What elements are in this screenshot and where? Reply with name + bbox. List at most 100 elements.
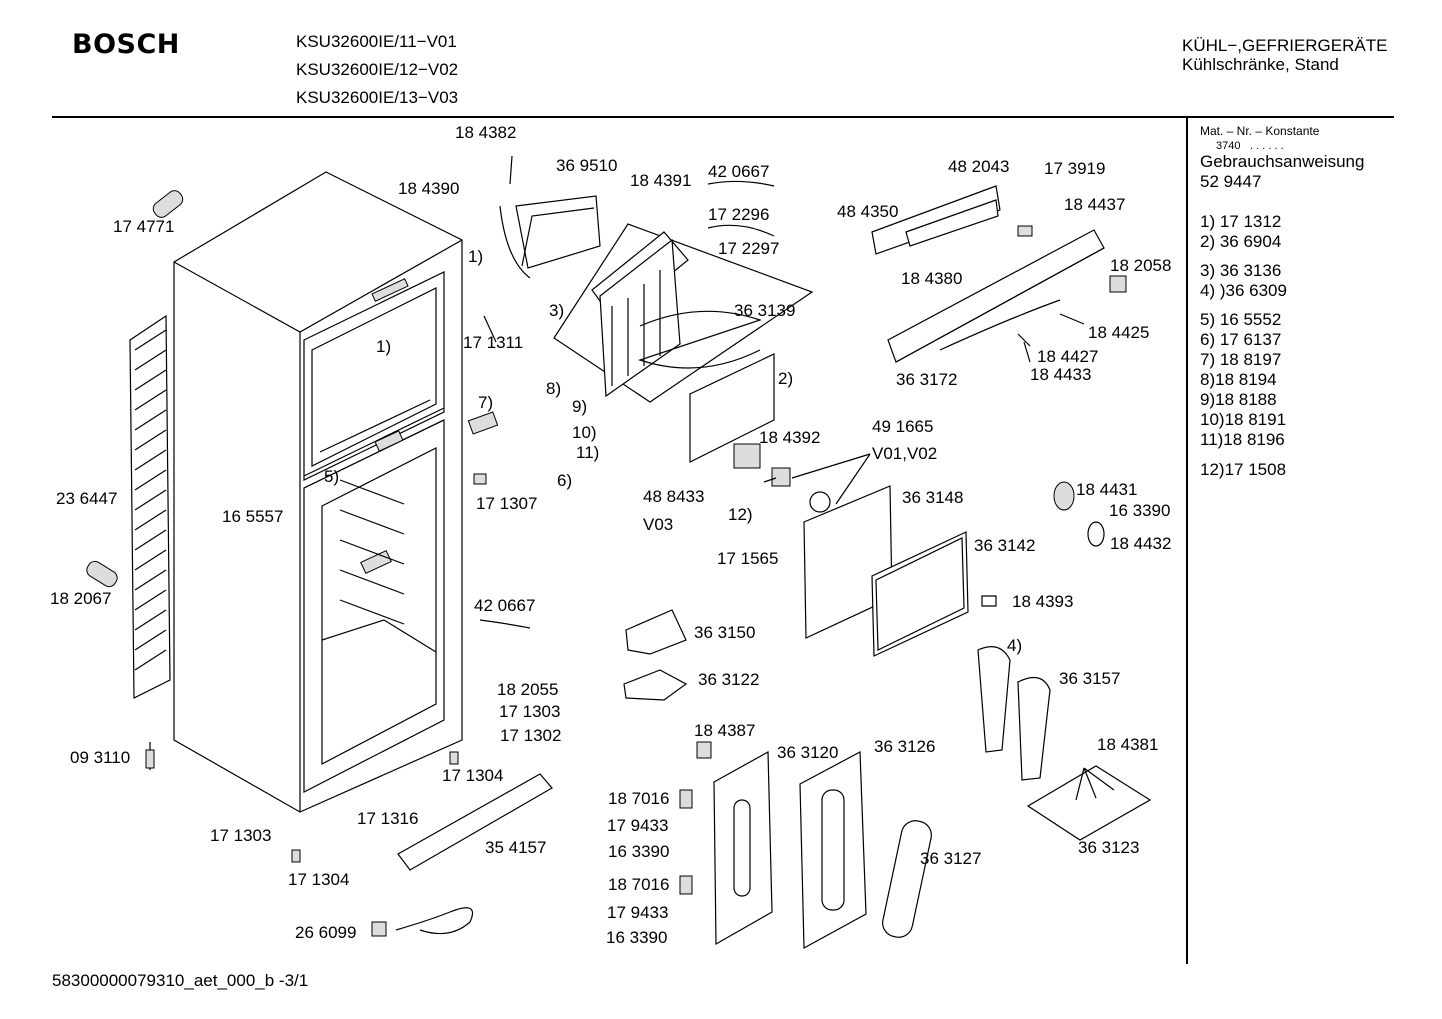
part-label: 3) [549,301,565,320]
door-handle [398,774,552,870]
part-label: 36 3142 [974,536,1036,555]
cylinder-part [84,559,120,590]
part-label: 36 3148 [902,488,964,507]
screw [292,850,300,862]
door-panels [714,752,934,948]
part-label: 36 3127 [920,849,982,868]
evaporator-assembly [500,156,812,402]
side-item: 10)18 8191 [1200,410,1287,429]
part-label: 17 1303 [210,826,272,845]
part-label: 11) [576,443,600,462]
part-label: 17 1304 [288,870,350,889]
part-label: V01,V02 [872,444,938,463]
cable [708,181,774,186]
control-panel [872,186,1126,362]
part-label: 17 1302 [500,726,562,745]
part-label: 36 9510 [556,156,618,175]
part-label: 16 3390 [608,842,670,861]
part-label: 17 1316 [357,809,419,828]
part-label: 18 4432 [1110,534,1172,553]
side-item: 5) 16 5552 [1200,310,1282,329]
bracket [468,412,497,434]
crisper-bracket [626,610,686,654]
part-label: 48 8433 [643,487,705,506]
hinge-block [680,876,692,894]
part-label: 42 0667 [708,162,770,181]
part-label: 17 1311 [463,333,524,352]
side-item: 4) )36 6309 [1200,281,1287,300]
part-label: 10) [572,423,597,442]
part-label: 18 2067 [50,589,112,608]
model-number-2: KSU32600IE/12−V02 [296,60,459,79]
bracket [734,444,760,468]
mat-value: 3740 [1216,140,1241,152]
screw [450,752,458,764]
part-label: 16 3390 [606,928,668,947]
foot-screw [146,750,154,768]
part-label: 6) [557,471,573,490]
power-cord [396,908,473,934]
header-divider [52,116,1394,118]
door-shelves [978,647,1150,840]
part-label: 18 4387 [694,721,756,740]
manual-label: Gebrauchsanweisung [1200,152,1365,171]
footer-code: 58300000079310_aet_000_b -3/1 [52,971,309,990]
part-label: 48 4350 [837,202,899,221]
side-item: 2) 36 6904 [1200,232,1282,251]
part-label: 18 4391 [630,171,692,190]
part-label: 18 7016 [608,789,670,808]
part-label: 17 1565 [717,549,779,568]
inner-panel-edge [876,538,964,650]
part-label: 8) [546,379,562,398]
part-label: 18 4381 [1097,735,1159,754]
part-label: 35 4157 [485,838,547,857]
side-panel-divider [1186,118,1188,964]
part-label: 18 4390 [398,179,460,198]
part-label: 48 2043 [948,157,1010,176]
part-label: 16 5557 [222,507,284,526]
part-label: 36 3139 [734,301,796,320]
part-label: 18 4433 [1030,365,1092,384]
part-label: 18 4437 [1064,195,1126,214]
part-label: 18 4427 [1037,347,1099,366]
part-label: 18 2055 [497,680,559,699]
part-label: 36 3126 [874,737,936,756]
thermostat-knob [810,492,830,512]
part-label: 2) [778,369,794,388]
part-label: 17 1303 [499,702,561,721]
side-item: 7) 18 8197 [1200,350,1282,369]
category-subtitle: Kühlschränke, Stand [1182,55,1339,74]
part-label: 26 6099 [295,923,357,942]
part-label: 17 4771 [113,217,175,236]
part-label: 36 3120 [777,743,839,762]
side-item: 8)18 8194 [1200,370,1277,389]
model-number-3: KSU32600IE/13−V03 [296,88,459,107]
part-label: 36 3123 [1078,838,1140,857]
mat-dots: . . . . . . [1250,140,1284,152]
cable [708,225,774,236]
part-label: 17 9433 [607,816,669,835]
hinge-ring [1088,522,1104,546]
part-label: 09 3110 [70,748,131,767]
part-label: 16 3390 [1109,501,1171,520]
thermostat-part [772,468,790,486]
part-label: 23 6447 [56,489,118,508]
part-label: 36 3172 [896,370,958,389]
part-label: 17 9433 [607,903,669,922]
part-label: 36 3150 [694,623,756,642]
cable [480,620,530,628]
part-label: 1) [376,337,392,356]
clip-part [982,596,996,606]
brand-logo: BOSCH [72,29,180,60]
part-label: 17 1304 [442,766,504,785]
part-label: 18 4392 [759,428,821,447]
power-plug [372,922,386,936]
part-label: 4) [1007,636,1023,655]
side-item: 1) 17 1312 [1200,212,1282,231]
part-label: 18 4431 [1076,480,1138,499]
condenser-coil [130,316,170,698]
part-label: 7) [478,393,494,412]
part-label: 17 3919 [1044,159,1106,178]
clip-part [474,474,486,484]
